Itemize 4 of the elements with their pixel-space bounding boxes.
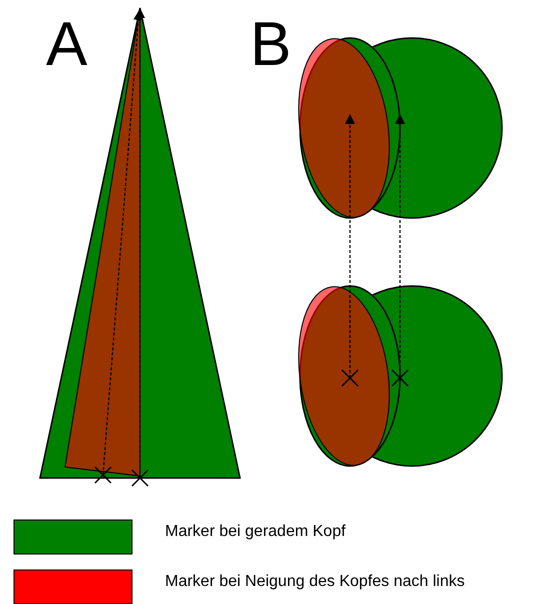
panel-label: A xyxy=(46,14,88,76)
panel-label: B xyxy=(250,14,292,76)
legend-text: Marker bei Neigung des Kopfes nach links xyxy=(165,572,465,592)
legend-text: Marker bei geradem Kopf xyxy=(165,522,346,542)
